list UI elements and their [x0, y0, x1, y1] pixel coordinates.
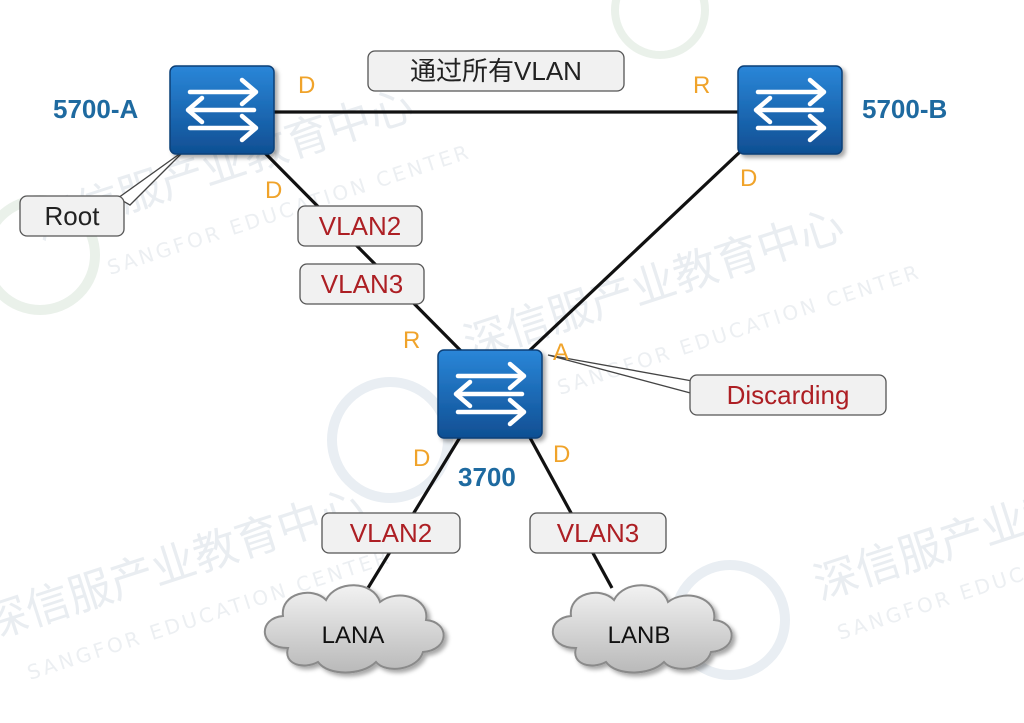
device-label-3700: 3700 — [458, 462, 516, 492]
switch-icon — [738, 66, 842, 154]
tag-vlan3-a-c-text: VLAN3 — [321, 269, 403, 299]
link-c-lanb — [526, 433, 614, 589]
device-label-5700-a: 5700-A — [53, 94, 138, 124]
tag-vlan3-lanb-text: VLAN3 — [557, 518, 639, 548]
switch-icon — [438, 350, 542, 438]
tag-vlan2-a-c-text: VLAN2 — [319, 211, 401, 241]
tag-vlan2-a-c: VLAN2 — [297, 205, 423, 247]
port-role-c-to-a: R — [403, 327, 420, 354]
device-label-5700-b: 5700-B — [862, 94, 947, 124]
tag-root-text: Root — [45, 201, 101, 231]
link-c-lana — [366, 433, 464, 589]
tag-discarding-text: Discarding — [727, 380, 850, 410]
switch-icon — [170, 66, 274, 154]
port-role-c-to-lanb: D — [553, 441, 570, 468]
port-role-c-to-lana: D — [413, 445, 430, 472]
tag-vlan2-lana: VLAN2 — [321, 512, 461, 554]
tag-trunk-all-vlan-text: 通过所有VLAN — [410, 56, 582, 86]
port-role-a-to-b: D — [298, 72, 315, 99]
links — [260, 110, 744, 589]
tag-root: Root — [19, 195, 125, 237]
tag-trunk-all-vlan: 通过所有VLAN — [367, 50, 625, 92]
switch-5700-b — [738, 66, 842, 154]
tag-vlan3-lanb: VLAN3 — [529, 512, 667, 554]
cloud-label-lanb: LANB — [608, 622, 671, 649]
tag-vlan2-lana-text: VLAN2 — [350, 518, 432, 548]
link-b-c — [526, 148, 744, 354]
link-a-c — [260, 148, 464, 354]
switch-3700 — [438, 350, 542, 438]
port-role-b-to-c: D — [740, 165, 757, 192]
cloud-label-lana: LANA — [322, 622, 385, 649]
tag-vlan3-a-c: VLAN3 — [299, 263, 425, 305]
tag-discarding: Discarding — [689, 374, 887, 416]
port-role-b-to-a: R — [693, 72, 710, 99]
port-role-a-to-c: D — [265, 177, 282, 204]
switch-5700-a — [170, 66, 274, 154]
port-role-c-to-b: A — [553, 339, 569, 366]
